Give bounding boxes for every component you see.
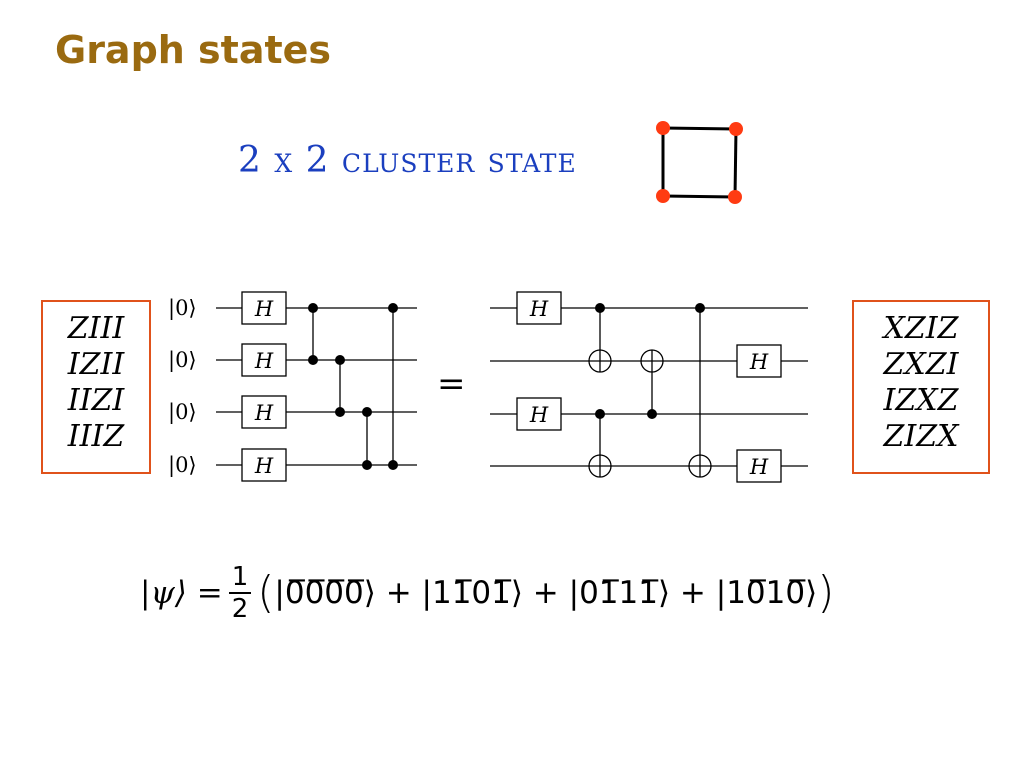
cluster-node	[729, 122, 743, 136]
open-paren: (	[257, 567, 275, 618]
input-ket: |0⟩	[168, 296, 197, 320]
stabilizer-line: IIZI	[67, 383, 125, 418]
control-dot	[595, 409, 605, 419]
stabilizer-line: IIIZ	[67, 419, 125, 454]
cluster-graph	[656, 121, 743, 204]
input-ket: |0⟩	[168, 348, 197, 372]
control-dot	[595, 303, 605, 313]
control-dot	[362, 407, 372, 417]
stabilizer-box-left: ZIII IZII IIZI IIIZ	[41, 300, 151, 474]
state-terms: |0̅0̅0̅0̅⟩ + |11̅01̅⟩ + |01̅11̅⟩ + |10̅1…	[274, 575, 818, 611]
stabilizer-line: IZXZ	[883, 383, 959, 418]
control-dot	[362, 460, 372, 470]
gate-label: H	[254, 297, 274, 321]
right-h-gates: H H H H	[516, 291, 782, 483]
cluster-edge-top	[662, 126, 737, 131]
cluster-node	[656, 121, 670, 135]
cluster-node	[728, 190, 742, 204]
control-dot	[308, 303, 318, 313]
stabilizer-line: IZII	[67, 347, 125, 382]
left-cz-dots	[308, 303, 398, 470]
control-dot	[335, 407, 345, 417]
fraction-numerator: 1	[228, 562, 252, 594]
control-dot	[695, 303, 705, 313]
left-circuit	[216, 307, 417, 466]
hadamard-gate	[241, 343, 287, 377]
gate-label: H	[254, 401, 274, 425]
hadamard-gate	[241, 291, 287, 325]
hadamard-gate	[736, 449, 782, 483]
control-dot	[647, 409, 657, 419]
control-dot	[335, 355, 345, 365]
gate-label: H	[254, 454, 274, 478]
stabilizer-line: ZIII	[67, 311, 125, 346]
control-dot	[308, 355, 318, 365]
hadamard-gate	[736, 344, 782, 378]
input-ket: |0⟩	[168, 453, 197, 477]
state-lhs: |ψ⟩ =	[140, 575, 223, 611]
cluster-node	[656, 189, 670, 203]
gate-label: H	[529, 297, 549, 321]
right-control-dots	[595, 303, 705, 419]
close-paren: )	[817, 567, 835, 618]
gate-label: H	[749, 455, 769, 479]
left-h-gates: H H H H	[241, 291, 287, 482]
cluster-edge-right	[733, 128, 738, 198]
stabilizer-line: ZXZI	[883, 347, 959, 382]
fraction: 1 2	[228, 562, 252, 624]
hadamard-gate	[241, 448, 287, 482]
stabilizer-box-right: XZIZ ZXZI IZXZ ZIZX	[852, 300, 990, 474]
gate-label: H	[749, 350, 769, 374]
state-equation: |ψ⟩ = 1 2 ( |0̅0̅0̅0̅⟩ + |11̅01̅⟩ + |01̅…	[140, 562, 834, 624]
fraction-denominator: 2	[231, 594, 249, 624]
equals-sign: =	[437, 364, 466, 404]
gate-label: H	[529, 403, 549, 427]
stabilizer-line: ZIZX	[883, 419, 959, 454]
cluster-caption: 2 x 2 cluster state	[238, 140, 577, 181]
hadamard-gate	[516, 397, 562, 431]
hadamard-gate	[241, 395, 287, 429]
control-dot	[388, 303, 398, 313]
control-dot	[388, 460, 398, 470]
input-ket: |0⟩	[168, 400, 197, 424]
gate-label: H	[254, 349, 274, 373]
slide-title: Graph states	[55, 28, 332, 72]
hadamard-gate	[516, 291, 562, 325]
stabilizer-line: XZIZ	[883, 311, 959, 346]
cluster-edge-bottom	[662, 194, 736, 199]
